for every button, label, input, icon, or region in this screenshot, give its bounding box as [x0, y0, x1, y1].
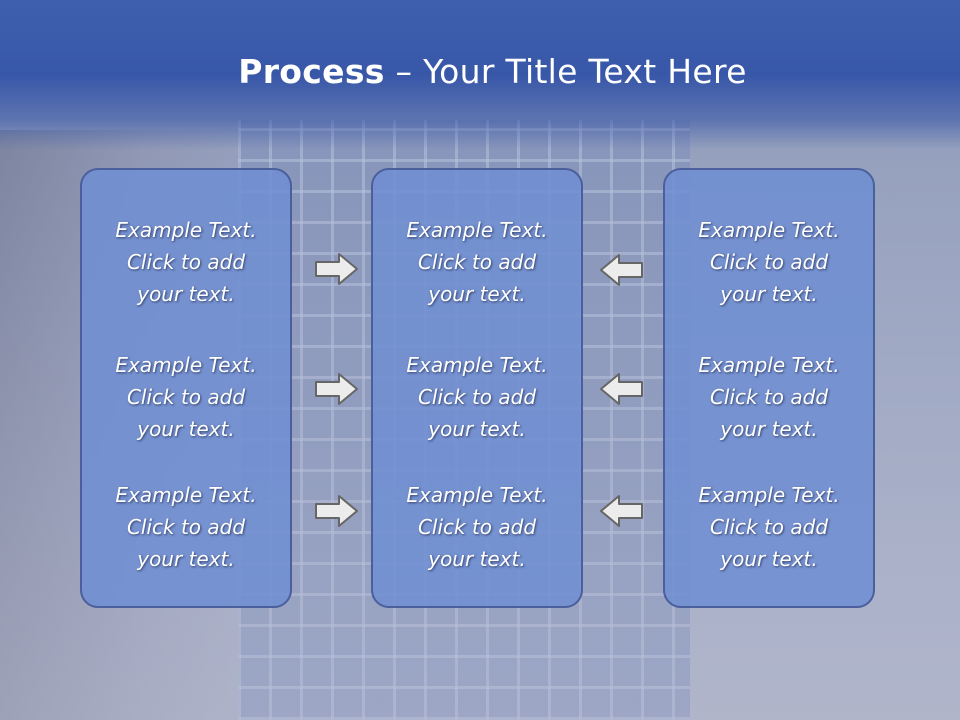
text-placeholder[interactable]: Example Text. Click to add your text.: [373, 349, 581, 445]
text-placeholder[interactable]: Example Text. Click to add your text.: [665, 479, 873, 575]
text-line: your text.: [720, 417, 818, 441]
text-line: Click to add: [709, 515, 829, 539]
text-line: Click to add: [417, 515, 537, 539]
text-placeholder[interactable]: Example Text. Click to add your text.: [82, 214, 290, 310]
text-line: Example Text.: [698, 353, 840, 377]
text-placeholder[interactable]: Example Text. Click to add your text.: [82, 479, 290, 575]
text-line: Example Text.: [115, 353, 257, 377]
text-line: Click to add: [709, 385, 829, 409]
text-line: Click to add: [126, 515, 246, 539]
text-line: Click to add: [417, 250, 537, 274]
title-rest: – Your Title Text Here: [384, 52, 747, 91]
process-box-right[interactable]: Example Text. Click to add your text. Ex…: [663, 168, 875, 608]
title-bold: Process: [238, 52, 385, 91]
text-line: your text.: [720, 547, 818, 571]
text-placeholder[interactable]: Example Text. Click to add your text.: [82, 349, 290, 445]
process-box-center[interactable]: Example Text. Click to add your text. Ex…: [371, 168, 583, 608]
text-line: Click to add: [126, 250, 246, 274]
text-placeholder[interactable]: Example Text. Click to add your text.: [373, 214, 581, 310]
text-placeholder[interactable]: Example Text. Click to add your text.: [665, 214, 873, 310]
text-line: your text.: [428, 417, 526, 441]
text-line: Example Text.: [115, 483, 257, 507]
text-line: Example Text.: [406, 218, 548, 242]
text-line: your text.: [137, 417, 235, 441]
text-line: Example Text.: [115, 218, 257, 242]
text-line: your text.: [720, 282, 818, 306]
text-placeholder[interactable]: Example Text. Click to add your text.: [373, 479, 581, 575]
arrow-right-icon[interactable]: [313, 371, 361, 407]
text-line: Click to add: [417, 385, 537, 409]
slide-title[interactable]: Process – Your Title Text Here: [0, 52, 960, 91]
text-line: Example Text.: [406, 483, 548, 507]
text-line: Example Text.: [406, 353, 548, 377]
arrow-left-icon[interactable]: [597, 252, 645, 288]
text-line: your text.: [137, 282, 235, 306]
arrow-right-icon[interactable]: [313, 251, 361, 287]
text-line: Example Text.: [698, 218, 840, 242]
text-line: your text.: [428, 282, 526, 306]
text-line: Example Text.: [698, 483, 840, 507]
arrow-left-icon[interactable]: [597, 371, 645, 407]
title-band: [0, 0, 960, 150]
arrow-left-icon[interactable]: [597, 493, 645, 529]
text-line: your text.: [137, 547, 235, 571]
text-line: Click to add: [709, 250, 829, 274]
text-line: Click to add: [126, 385, 246, 409]
process-box-left[interactable]: Example Text. Click to add your text. Ex…: [80, 168, 292, 608]
arrow-right-icon[interactable]: [313, 493, 361, 529]
text-placeholder[interactable]: Example Text. Click to add your text.: [665, 349, 873, 445]
text-line: your text.: [428, 547, 526, 571]
